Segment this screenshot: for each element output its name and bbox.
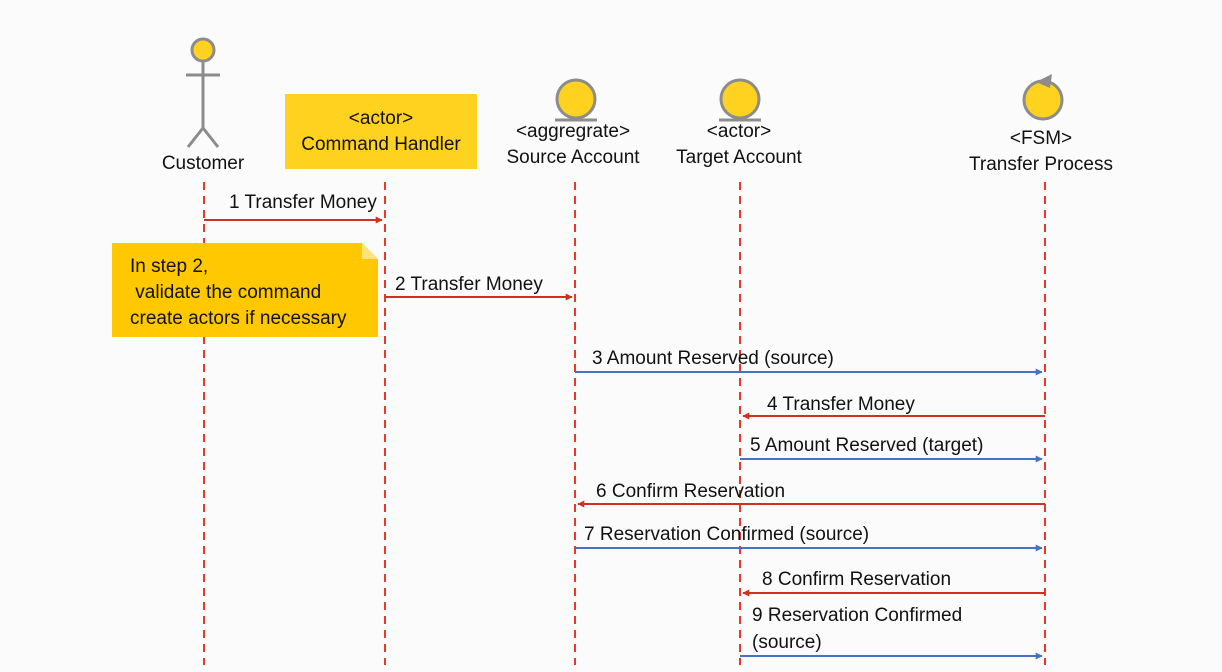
participant-label: <FSM>Transfer Process [969,128,1113,175]
participant-command-handler[interactable]: <actor>Command Handler [285,94,477,169]
participant-label: <actor>Target Account [676,121,802,168]
message-3[interactable]: 3 Amount Reserved (source) [575,348,1043,376]
message-label: 8 Confirm Reservation [762,569,951,590]
message-label: 6 Confirm Reservation [596,481,785,502]
participant-box [285,94,477,169]
note-shape [112,243,378,337]
message-4[interactable]: 4 Transfer Money [742,394,1045,420]
message-5[interactable]: 5 Amount Reserved (target) [740,435,1043,463]
message-label: 4 Transfer Money [767,394,915,415]
message-2[interactable]: 2 Transfer Money [385,274,573,301]
message-label: 3 Amount Reserved (source) [592,348,834,369]
participant-label: Customer [162,153,245,174]
message-9[interactable]: 9 Reservation Confirmed(source) [740,605,1043,660]
message-label: 2 Transfer Money [395,274,543,295]
message-1[interactable]: 1 Transfer Money [204,192,383,224]
message-6[interactable]: 6 Confirm Reservation [577,481,1045,508]
participant-label: <actor>Command Handler [301,108,461,155]
participant-source-account[interactable]: <aggregrate>Source Account [506,78,640,168]
lifelines [203,182,1046,665]
message-label: 9 Reservation Confirmed(source) [752,605,962,653]
participant-target-account[interactable]: <actor>Target Account [676,78,803,168]
entity-icon [555,78,597,122]
participant-customer[interactable]: Customer [162,37,245,174]
participant-label: <aggregrate>Source Account [506,121,640,168]
control-icon [1022,74,1064,121]
message-7[interactable]: 7 Reservation Confirmed (source) [575,524,1043,552]
participant-transfer-process[interactable]: <FSM>Transfer Process [969,74,1113,175]
stick-figure-icon [186,37,220,148]
entity-icon [719,78,761,122]
message-label: 5 Amount Reserved (target) [750,435,983,456]
message-8[interactable]: 8 Confirm Reservation [742,569,1045,597]
messages: 1 Transfer Money 2 Transfer Money 3 Amount… [204,192,1045,660]
message-label: 7 Reservation Confirmed (source) [584,524,869,545]
message-label: 1 Transfer Money [229,192,377,213]
